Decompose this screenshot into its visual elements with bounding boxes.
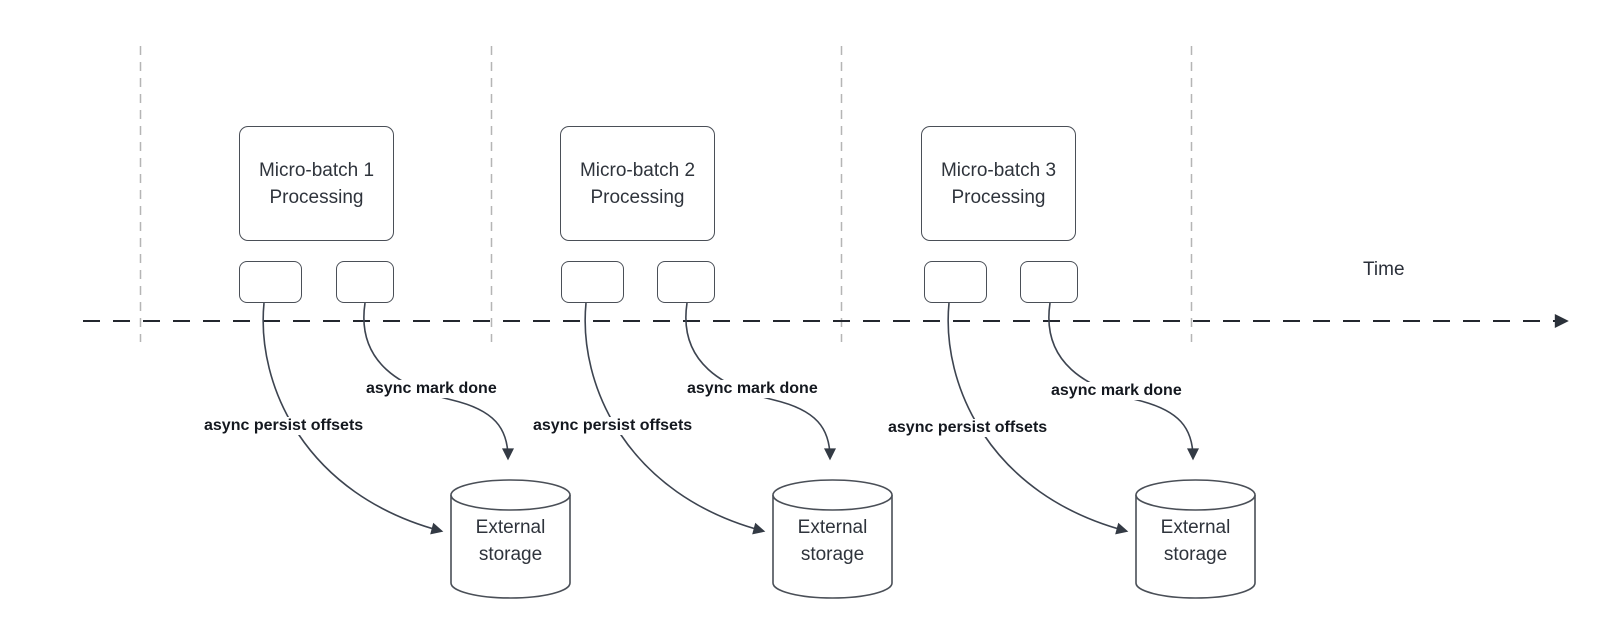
external-storage-cylinder-1 — [450, 479, 571, 599]
persist-offsets-arrow-3 — [947, 302, 1129, 535]
micro-batch-3-markdone-task-box — [1020, 261, 1078, 303]
mark-done-arrow-2 — [685, 302, 836, 461]
mark-done-label-3: async mark done — [1049, 382, 1184, 400]
mark-done-label-1: async mark done — [364, 380, 499, 398]
persist-offsets-label-3: async persist offsets — [886, 419, 1050, 437]
micro-batch-3-offset-task-box — [924, 261, 987, 303]
micro-batch-3-processing-label: Micro-batch 3 Processing — [940, 159, 1057, 208]
micro-batch-2-markdone-task-box — [657, 261, 715, 303]
external-storage-label-1: External storage — [475, 517, 546, 565]
micro-batch-2-offset-task-box — [561, 261, 624, 303]
mark-done-label-2: async mark done — [685, 380, 820, 398]
micro-batch-1-offset-task-box — [239, 261, 302, 303]
external-storage-cylinder-3 — [1135, 479, 1256, 599]
micro-batch-3-processing-box: Micro-batch 3 Processing — [921, 126, 1076, 241]
persist-offsets-label-2: async persist offsets — [531, 417, 695, 435]
external-storage-label-2: External storage — [797, 517, 868, 565]
micro-batch-1-processing-label: Micro-batch 1 Processing — [258, 159, 375, 208]
micro-batch-2-processing-box: Micro-batch 2 Processing — [560, 126, 715, 241]
external-storage-label-3: External storage — [1160, 517, 1231, 565]
external-storage-cylinder-2 — [772, 479, 893, 599]
micro-batch-1-processing-box: Micro-batch 1 Processing — [239, 126, 394, 241]
mark-done-arrow-1 — [363, 302, 514, 461]
time-axis-label: Time — [1363, 259, 1405, 280]
micro-batch-1-markdone-task-box — [336, 261, 394, 303]
micro-batch-2-processing-label: Micro-batch 2 Processing — [579, 159, 696, 208]
persist-offsets-label-1: async persist offsets — [202, 417, 366, 435]
mark-done-arrow-3 — [1048, 302, 1199, 461]
